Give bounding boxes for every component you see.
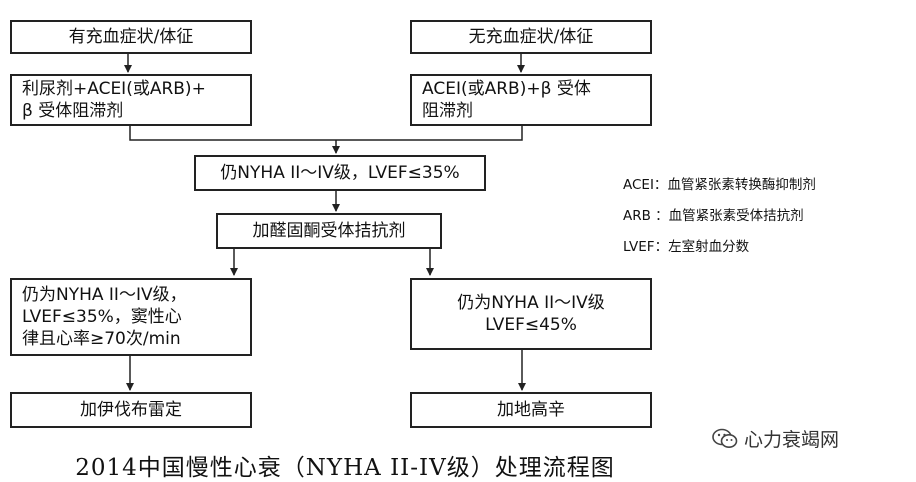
legend-row-lvef: LVEF：左室射血分数: [623, 232, 816, 263]
box-add-digoxin: 加地高辛: [410, 392, 652, 428]
box-congestion-absent: 无充血症状/体征: [410, 20, 652, 54]
figure-caption: 2014中国慢性心衰（NYHA II-IV级）处理流程图: [75, 455, 615, 481]
box-ivabradine-criteria: 仍为NYHA II～IV级， LVEF≤35%，窦性心 律且心率≥70次/min: [10, 278, 252, 356]
wechat-icon: [712, 428, 738, 448]
box-treatment-with-diuretic: 利尿剂+ACEI(或ARB)+ β 受体阻滞剂: [10, 74, 252, 126]
box-add-ivabradine: 加伊伐布雷定: [10, 392, 252, 428]
box-still-nyha-lvef35: 仍NYHA II～IV级，LVEF≤35%: [194, 155, 486, 191]
box-congestion-present: 有充血症状/体征: [10, 20, 252, 54]
watermark-text: 心力衰竭网: [744, 429, 840, 451]
legend-term: LVEF：: [623, 239, 669, 255]
legend-row-arb: ARB ：血管紧张素受体拮抗剂: [623, 201, 816, 232]
legend-term: ARB ：: [623, 208, 669, 224]
merge-treat-to-mid: [129, 126, 523, 141]
box-treatment-without-diuretic: ACEI(或ARB)+β 受体 阻滞剂: [410, 74, 652, 126]
legend-desc: 左室射血分数: [668, 239, 750, 255]
watermark: 心力衰竭网: [712, 425, 839, 452]
legend-desc: 血管紧张素转换酶抑制剂: [667, 177, 816, 193]
box-digoxin-criteria: 仍为NYHA II～IV级 LVEF≤45%: [410, 278, 652, 350]
legend-term: ACEI：: [623, 177, 668, 193]
box-add-aldosterone-antagonist: 加醛固酮受体拮抗剂: [216, 213, 442, 249]
legend-desc: 血管紧张素受体拮抗剂: [668, 208, 804, 224]
abbreviation-legend: ACEI：血管紧张素转换酶抑制剂 ARB ：血管紧张素受体拮抗剂 LVEF：左室…: [623, 170, 816, 263]
legend-row-acei: ACEI：血管紧张素转换酶抑制剂: [623, 170, 816, 201]
